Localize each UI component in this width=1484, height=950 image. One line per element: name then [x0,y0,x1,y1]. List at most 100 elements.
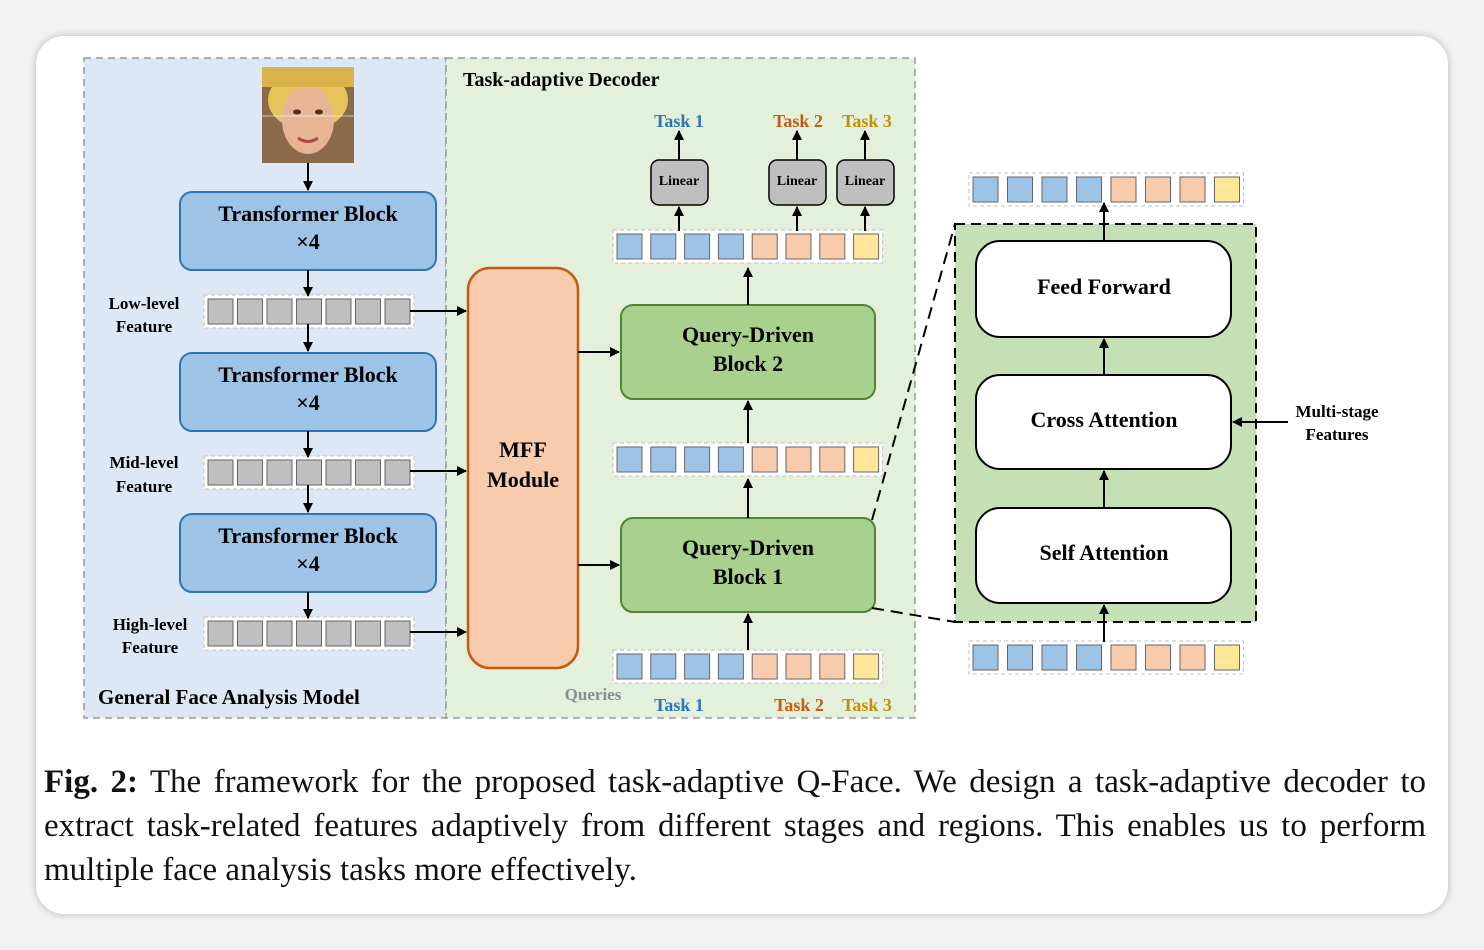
caption-label: Fig. 2: [44,764,139,800]
zoom-output-token-row-token [1145,176,1171,203]
transformer-block-3-repeat: ×4 [296,551,320,576]
zoom-output-token-row-token [1041,176,1068,203]
zoom-input-token-row [968,640,1244,675]
cross-attention-block: Cross Attention [975,374,1232,470]
low-level-feature-label-2: Feature [116,317,173,336]
block2-output-token-row-token [717,233,744,260]
figure-caption: Fig. 2: The framework for the proposed t… [44,760,1426,892]
transformer-block-2-repeat: ×4 [296,390,320,415]
transformer-block-1-repeat: ×4 [296,229,320,254]
block1-output-token-row-token [717,446,744,473]
zoom-input-token-row-token [972,644,999,671]
high-level-token-row-token [325,620,352,647]
block1-output-token-row-token [785,446,812,473]
high-level-feature-label-2: Feature [122,638,179,657]
mid-level-feature-label-2: Feature [116,477,173,496]
mid-level-token-row-token [325,459,352,486]
task2-query-label: Task 2 [774,695,824,715]
zoom-input-token-row-token [1179,644,1206,671]
mid-level-token-row-token [207,459,234,486]
linear-head-task3-label: Linear [845,174,885,189]
low-level-token-row-token [207,298,234,325]
mff-module-label-2: Module [487,467,559,492]
high-level-token-row-token [237,620,263,647]
query-token-row-token [650,653,677,680]
caption-text: The framework for the proposed task-adap… [44,764,1426,888]
mid-level-token-row-token [384,459,411,486]
self-attention-block: Self Attention [975,507,1232,604]
multi-stage-features-label-2: Features [1306,425,1369,444]
transformer-block-1: Transformer Block ×4 [179,191,437,271]
query-token-row-token [616,653,643,680]
cross-attention-label: Cross Attention [1031,407,1178,432]
high-level-token-row-token [384,620,411,647]
block2-output-token-row-token [751,233,778,260]
high-level-token-row-token [296,620,322,647]
zoom-input-token-row-token [1076,644,1102,671]
block2-output-token-row-token [785,233,812,260]
mff-module: MFF Module [466,266,580,670]
linear-head-task1: Linear [650,159,709,206]
zoom-flow-arrows [1099,202,1288,642]
block2-output-token-row-token [650,233,677,260]
block2-output-token-row-token [819,233,846,260]
high-level-token-row-token [355,620,381,647]
low-level-token-row-token [325,298,352,325]
low-level-token-row-token [237,298,263,325]
zoom-output-token-row-token [1110,176,1137,203]
mid-level-feature-label: Mid-level [110,453,179,472]
mid-level-token-row [203,455,415,490]
mid-level-token-row-token [266,459,293,486]
linear-head-task2: Linear [768,159,827,206]
zoom-input-token-row-token [1007,644,1033,671]
query-driven-block-1: Query-Driven Block 1 [620,517,876,613]
query-driven-block-1-title: Query-Driven [682,535,814,560]
zoom-output-token-row-token [1179,176,1206,203]
linear-head-task2-label: Linear [777,174,817,189]
block1-output-token-row-token [650,446,677,473]
task2-output-label: Task 2 [773,111,823,131]
transformer-block-3: Transformer Block ×4 [179,513,437,593]
block2-output-token-row-token [684,233,711,260]
high-level-token-row-token [266,620,293,647]
mff-module-label: MFF [499,437,547,462]
block1-output-token-row-token [751,446,778,473]
linear-head-task3: Linear [836,159,895,206]
left-flow-arrows [303,163,467,637]
zoom-input-token-row-token [1041,644,1068,671]
block2-output-token-row [612,229,884,264]
low-level-token-row-token [296,298,322,325]
left-panel-title: General Face Analysis Model [98,685,360,709]
feed-forward-block: Feed Forward [975,240,1232,338]
zoom-output-token-row-token [972,176,999,203]
task1-query-label: Task 1 [654,695,704,715]
query-token-row-token [785,653,812,680]
query-token-row-token [684,653,711,680]
zoom-input-token-row-token [1214,644,1240,671]
low-level-token-row [203,294,415,329]
block1-output-token-row-token [819,446,846,473]
decoder-title: Task-adaptive Decoder [463,69,660,91]
query-driven-block-2: Query-Driven Block 2 [620,304,876,400]
block1-output-token-row-token [616,446,643,473]
zoom-output-token-row-token [1214,176,1240,203]
zoom-output-token-row-token [1007,176,1033,203]
transformer-block-2: Transformer Block ×4 [179,352,437,432]
zoom-input-token-row-token [1110,644,1137,671]
block1-output-token-row [612,442,884,477]
query-token-row [612,649,884,684]
mid-level-token-row-token [355,459,381,486]
block2-output-token-row-token [853,233,880,260]
face-image [262,67,354,163]
query-driven-block-1-index: Block 1 [713,564,783,589]
transformer-block-1-title: Transformer Block [218,201,398,226]
query-token-row-token [751,653,778,680]
queries-label: Queries [565,685,622,704]
feed-forward-label: Feed Forward [1037,274,1171,299]
query-token-row-token [853,653,880,680]
mid-level-token-row-token [296,459,322,486]
block1-output-token-row-token [853,446,880,473]
task3-query-label: Task 3 [842,695,892,715]
block1-output-token-row-token [684,446,711,473]
